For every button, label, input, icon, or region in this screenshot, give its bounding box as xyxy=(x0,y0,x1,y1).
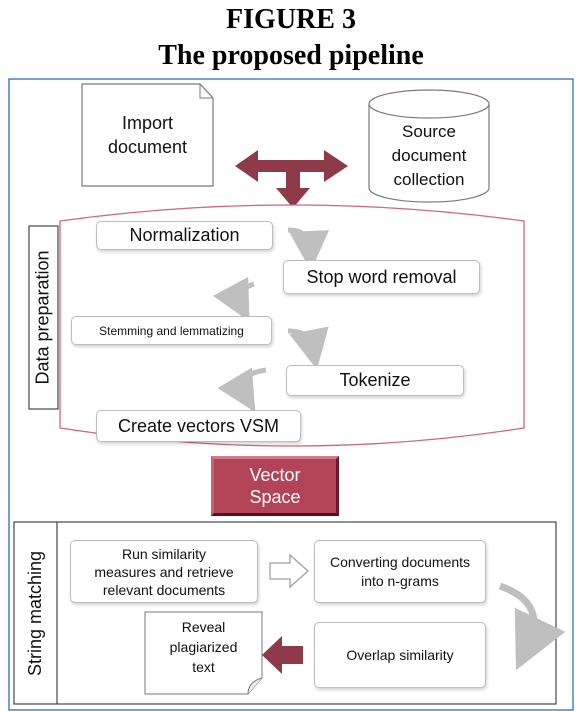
import-document-fold xyxy=(199,84,213,99)
create-vectors-step: Create vectors VSM xyxy=(96,410,301,442)
string-matching-label: String matching xyxy=(25,550,45,676)
right-arrow-icon xyxy=(269,553,309,589)
figure-outline xyxy=(8,78,574,711)
curved-arrow-icon xyxy=(217,367,267,413)
curved-arrow-icon xyxy=(498,582,566,671)
data-preparation-label-box xyxy=(28,225,59,410)
overlap-similarity-step: Overlap similarity xyxy=(314,622,486,688)
import-document-shape xyxy=(81,83,214,187)
normalization-step: Normalization xyxy=(96,221,273,250)
merge-arrow-icon xyxy=(235,150,348,208)
reveal-document-curl xyxy=(247,677,263,695)
run-similarity-step: Run similarity measures and retrieve rel… xyxy=(70,540,258,603)
source-collection-body xyxy=(368,104,490,203)
curved-arrow-icon xyxy=(212,276,255,322)
converting-ngrams-step: Converting documents into n-grams xyxy=(314,540,486,603)
stop-word-removal-step: Stop word removal xyxy=(283,260,480,294)
left-arrow-icon xyxy=(262,636,303,674)
source-collection-label: Source document collection xyxy=(391,122,467,189)
import-document-label: Import document xyxy=(107,113,188,157)
curved-arrow-icon xyxy=(287,326,329,370)
reveal-plagiarized-text: Reveal plagiarized text xyxy=(169,619,238,675)
stemming-lemmatizing-step: Stemming and lemmatizing xyxy=(71,316,272,345)
figure-heading: FIGURE 3 xyxy=(226,4,356,35)
source-collection-top xyxy=(368,89,490,119)
figure-subtitle: The proposed pipeline xyxy=(158,40,424,71)
vector-space-block: Vector Space xyxy=(211,456,339,516)
curved-arrow-icon xyxy=(287,227,330,271)
tokenize-step: Tokenize xyxy=(286,365,464,396)
data-preparation-label: Data preparation xyxy=(33,250,53,385)
